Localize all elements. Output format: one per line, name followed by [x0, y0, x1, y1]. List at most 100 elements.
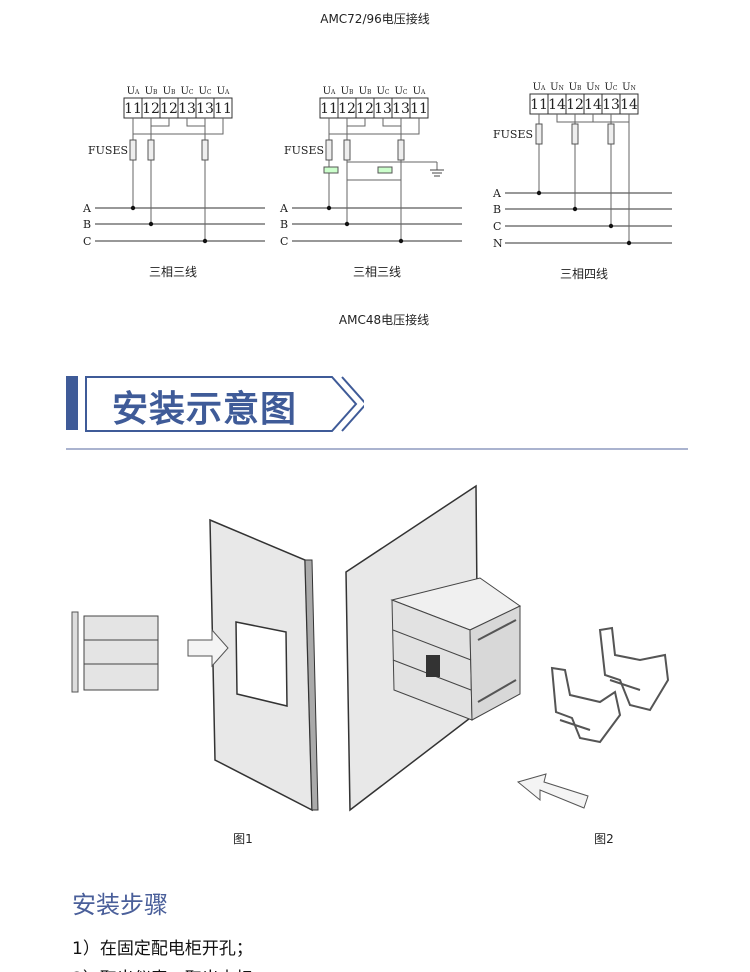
title-amc72-96: AMC72/96电压接线: [320, 12, 430, 26]
diagram-3-caption: 三相四线: [559, 267, 609, 281]
step-2: 2）取出仪表，取出卡扣: [72, 964, 253, 972]
terminal-label: UA: [127, 86, 140, 97]
terminal-number: 12: [338, 101, 356, 117]
terminal-number: 12: [160, 101, 178, 117]
diagram-2-caption: 三相三线: [352, 265, 402, 279]
phase-label: C: [493, 220, 501, 233]
terminal-label: UB: [359, 86, 372, 97]
banner-accent-bar: [66, 376, 78, 430]
junction-dot: [202, 238, 208, 244]
diagram-1-caption: 三相三线: [148, 265, 198, 279]
fuse-symbol: [201, 139, 209, 161]
terminal-number: 13: [602, 97, 620, 113]
junction-dot: [536, 190, 542, 196]
junction-dot: [148, 221, 154, 227]
fuse-symbol: [535, 123, 543, 145]
installation-illustration: [71, 484, 670, 812]
terminal-number: 13: [392, 101, 410, 117]
terminal-label: UA: [413, 86, 426, 97]
fuse-symbol: [343, 139, 351, 161]
mounting-clips: [550, 626, 670, 744]
phase-label: A: [279, 202, 289, 215]
phase-label: C: [280, 235, 288, 248]
terminal-label: UN: [550, 82, 564, 93]
jumper-wire: [382, 118, 401, 127]
junction-dot: [326, 205, 332, 211]
ground-icon: [430, 169, 444, 177]
terminal-label: UB: [341, 86, 354, 97]
terminal-label: UB: [163, 86, 176, 97]
pt-transformer-icon: [377, 166, 393, 174]
junction-dot: [130, 205, 136, 211]
terminal-label: UB: [569, 82, 582, 93]
terminal-label: UA: [533, 82, 546, 93]
terminal-label: UN: [622, 82, 636, 93]
jumper-wire: [151, 118, 170, 127]
terminal-label: UB: [145, 86, 158, 97]
phase-label: B: [493, 203, 501, 216]
terminal-label: UC: [198, 86, 211, 97]
terminal-number: 11: [320, 101, 338, 117]
terminal-number: 14: [620, 97, 638, 113]
fuses-label: FUSES: [284, 144, 324, 157]
panel-1: [209, 518, 319, 812]
terminal-number: 11: [530, 97, 548, 113]
terminal-number: 13: [374, 101, 392, 117]
neutral-bus: [556, 114, 629, 123]
terminal-number: 13: [178, 101, 196, 117]
phase-label: B: [83, 218, 91, 231]
divider: [66, 448, 688, 450]
junction-dot: [398, 238, 404, 244]
fuse-symbol: [571, 123, 579, 145]
fuse-symbol: [607, 123, 615, 145]
meter-side-view: [71, 611, 159, 693]
terminal-label: UC: [604, 82, 617, 93]
fuse-symbol: [129, 139, 137, 161]
terminal-number: 11: [214, 101, 232, 117]
junction-dot: [626, 240, 632, 246]
banner-title: 安装示意图: [112, 389, 298, 430]
junction-dot: [572, 206, 578, 212]
terminal-number: 12: [142, 101, 160, 117]
fuses-label: FUSES: [88, 144, 128, 157]
fuse-symbol: [147, 139, 155, 161]
junction-dot: [608, 223, 614, 229]
meter-mounted: [390, 577, 521, 721]
insert-arrow-right-icon: [187, 628, 229, 668]
jumper-wire: [328, 118, 420, 135]
jumper-wire: [347, 118, 366, 127]
phase-label: A: [82, 202, 92, 215]
fuse-symbol: [397, 139, 405, 161]
phase-label: N: [493, 237, 503, 250]
terminal-number: 13: [196, 101, 214, 117]
terminal-label: UC: [376, 86, 389, 97]
phase-label: C: [83, 235, 91, 248]
terminal-number: 12: [566, 97, 584, 113]
terminal-number: 11: [410, 101, 428, 117]
terminal-number: 14: [548, 97, 566, 113]
steps-title: 安装步骤: [72, 891, 168, 919]
terminal-label: UN: [586, 82, 600, 93]
step-1: 1）在固定配电柜开孔；: [72, 939, 253, 959]
banner-frame: [85, 376, 364, 432]
insert-arrow-left-icon: [516, 773, 589, 809]
junction-dot: [344, 221, 350, 227]
jumper-wire: [132, 118, 224, 135]
phase-label: B: [280, 218, 288, 231]
fuses-label: FUSES: [493, 128, 533, 141]
figure-2-caption: 图2: [594, 832, 614, 846]
terminal-label: UC: [394, 86, 407, 97]
terminal-number: 11: [124, 101, 142, 117]
terminal-label: UC: [180, 86, 193, 97]
fuse-symbol: [325, 139, 333, 161]
terminal-number: 12: [356, 101, 374, 117]
terminal-label: UA: [217, 86, 230, 97]
jumper-wire: [186, 118, 205, 127]
figure-1-caption: 图1: [233, 832, 253, 846]
terminal-number: 14: [584, 97, 602, 113]
terminal-label: UA: [323, 86, 336, 97]
pt-transformer-icon: [323, 166, 339, 174]
title-amc48: AMC48电压接线: [338, 313, 430, 327]
